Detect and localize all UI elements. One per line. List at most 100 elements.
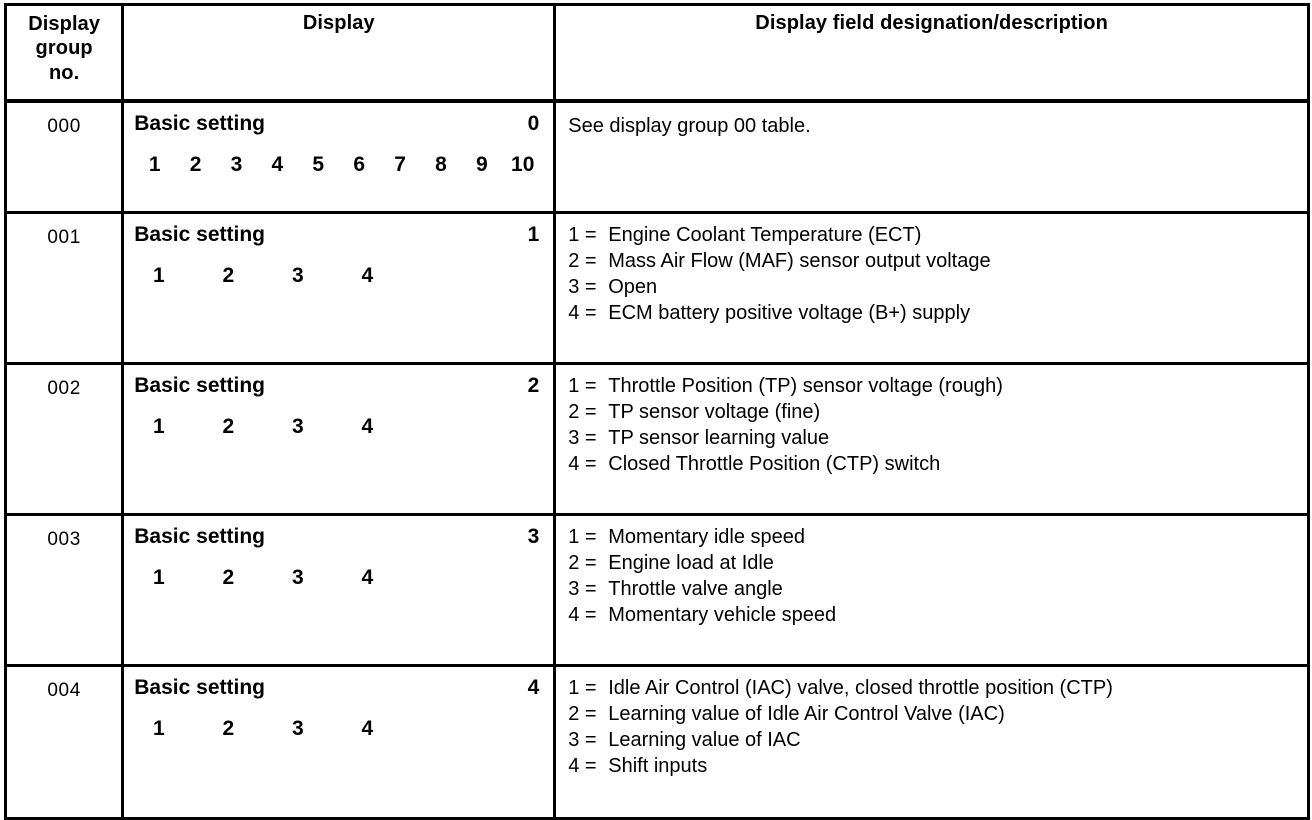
basic-setting-label: Basic setting [134,222,265,246]
description-item-text: Engine load at Idle [608,551,774,574]
display-field-number: 10 [511,152,535,176]
display-field-number: 3 [230,152,243,176]
display-group-value: 3 [527,524,540,548]
display-field-number: 3 [291,716,304,740]
description-item-key: 3 = [568,577,597,600]
display-field-number: 4 [361,414,374,438]
display-field-number: 4 [361,263,374,287]
description-item: 1 = Engine Coolant Temperature (ECT) [568,222,1299,248]
table-row: 003 Basic setting 3 1 2 3 4 1 = Momentary idle s… [5,514,1309,667]
description-item-key: 4 = [568,301,597,324]
description-item-text: Engine Coolant Temperature (ECT) [608,223,922,246]
table-header: Display group no. Display Display field … [5,4,1309,103]
description-item-text: ECM battery positive voltage (B+) supply [608,301,971,324]
display-field-number: 5 [312,152,325,176]
basic-setting-label: Basic setting [134,524,265,548]
display-field-number: 1 [152,565,165,589]
display-field-number: 1 [152,263,165,287]
display-field-number: 9 [475,152,488,176]
display-field-number: 8 [435,152,447,176]
description-item-text: Momentary idle speed [608,525,806,548]
description-item-key: 4 = [568,603,597,626]
display-field-number: 1 [152,414,165,438]
display-group-value: 2 [527,373,540,397]
display-field-number: 4 [361,565,374,589]
description-item-text: Shift inputs [608,754,708,777]
description-item: 3 = Open [568,274,1299,300]
description-item-text: Learning value of Idle Air Control Valve… [608,702,1005,725]
display-field-number: 2 [189,152,202,176]
description-item-key: 2 = [568,702,597,725]
description-item-key: 1 = [568,525,597,548]
cell-display-field-description: 1 =Throttle Position (TP) sensor voltage… [554,363,1309,516]
display-cell-content: Basic setting 3 1 2 3 4 [124,516,553,664]
display-field-number: 3 [291,414,304,438]
description-item-text: Closed Throttle Position (CTP) switch [608,452,941,475]
basic-setting-label: Basic setting [134,373,265,397]
cell-display-field-description: 1 = Idle Air Control (IAC) valve, closed … [555,665,1309,818]
display-header-line: Basic setting 4 [134,677,543,698]
description-item: 4 =Momentary vehicle speed [568,602,1299,628]
display-header-line: Basic setting 3 [134,526,543,547]
display-field-number: 2 [222,565,235,589]
display-field-numbers: 1 2 3 4 5 6 7 8 9 10 [134,154,543,175]
display-field-number: 4 [271,152,284,176]
description-item-text: Open [608,275,658,298]
description-item: 1 =Throttle Position (TP) sensor voltage… [568,373,1299,399]
description-item-text: Throttle valve angle [608,577,783,600]
display-group-value: 1 [527,222,540,246]
description-item-key: 3 = [568,275,597,298]
description-item: 4 = Closed Throttle Position (CTP) switch [568,451,1299,477]
display-field-number: 7 [394,152,406,176]
display-field-number: 4 [361,716,374,740]
cell-display-group-no: 000 [5,100,125,214]
display-header-line: Basic setting 1 [134,224,543,245]
cell-display: Basic setting 3 1 2 3 4 [122,514,557,667]
header-display-group-no: Display group no. [5,4,125,103]
description-item: 2 = Mass Air Flow (MAF) sensor output vol… [568,248,1299,274]
cell-display-group-no: 002 [5,363,125,516]
header-display-field-description: Display field designation/description [554,4,1309,103]
display-field-number: 1 [152,716,165,740]
display-group-table: Display group no. Display Display field … [4,3,1310,820]
basic-setting-label: Basic setting [134,675,265,699]
description-item: 2 = Learning value of Idle Air Control Va… [568,701,1299,727]
description-item-key: 4 = [568,452,597,475]
description-item-key: 1 = [568,374,597,397]
description-item-key: 1 = [568,676,597,699]
description-item-key: 1 = [568,223,597,246]
display-field-numbers: 1 2 3 4 [134,567,543,588]
description-item-text: TP sensor learning value [608,426,830,449]
description-item: 1 = Idle Air Control (IAC) valve, closed … [568,675,1299,701]
display-field-number: 6 [353,152,365,176]
description-item-text: Mass Air Flow (MAF) sensor output voltag… [608,249,991,272]
display-group-value: 4 [527,675,540,699]
header-row: Display group no. Display Display field … [5,4,1309,103]
cell-display-field-description: 1 = Engine Coolant Temperature (ECT) 2 = Ma… [554,212,1309,365]
cell-display-group-no: 003 [5,514,125,667]
display-field-number: 3 [291,565,304,589]
description-item-text: Idle Air Control (IAC) valve, closed thr… [608,676,1113,699]
description-item: 4 =Shift inputs [568,753,1299,779]
description-text: See display group 00 table. [568,114,811,137]
display-field-number: 1 [148,152,161,176]
description-item-key: 2 = [568,249,597,272]
display-field-number: 2 [222,263,235,287]
description-item: 4 = ECM battery positive voltage (B+) sup… [568,300,1299,326]
description-item: 2 =Engine load at Idle [568,550,1299,576]
description-item-key: 3 = [568,426,597,449]
document-page: Display group no. Display Display field … [0,3,1312,820]
